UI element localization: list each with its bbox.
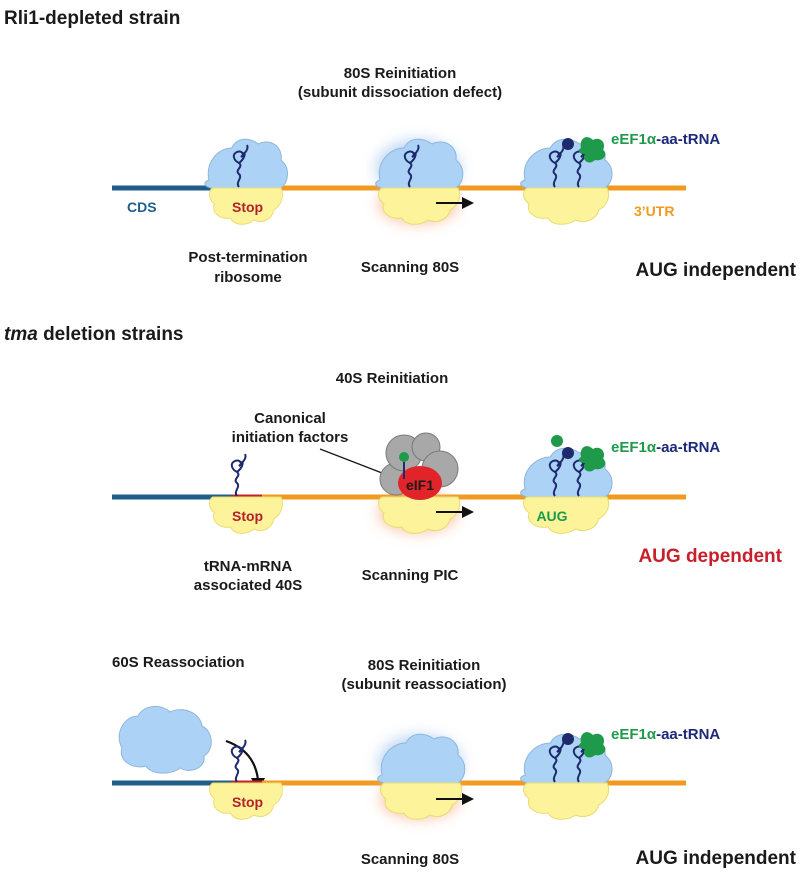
factors-label-line1: Canonical	[254, 410, 326, 427]
center-title-line1: 80S Reinitiation	[368, 657, 481, 674]
large-subunit-60s	[204, 138, 289, 189]
caption-trna-mrna-line1: tRNA-mRNA	[204, 558, 292, 575]
trna-icon	[230, 739, 247, 783]
stop-label: Stop	[232, 794, 263, 810]
factors-pointer-line	[319, 448, 383, 474]
met-trna-icon	[399, 452, 409, 462]
reassociation-arrow	[225, 739, 260, 781]
scan-direction-arrow	[436, 793, 474, 805]
amino-acid-dot	[562, 138, 574, 150]
amino-acid-dot	[551, 435, 563, 447]
caption-post-termination-line1: Post-termination	[188, 249, 307, 266]
factors-label-line2: initiation factors	[232, 429, 349, 446]
center-title-line2: (subunit dissociation defect)	[298, 84, 502, 101]
scan-direction-arrow	[436, 506, 474, 518]
trna-icon	[230, 453, 247, 497]
cds-label: CDS	[127, 199, 157, 215]
caption-scanning-pic: Scanning PIC	[362, 567, 459, 584]
section-rli1: Rli1-depleted strain 80S Reinitiation (s…	[4, 8, 797, 286]
caption-scanning-80s: Scanning 80S	[361, 259, 459, 276]
caption-scanning-80s: Scanning 80S	[361, 851, 459, 868]
stop-label: Stop	[232, 199, 263, 215]
amino-acid-dot	[562, 733, 574, 745]
eef1a-icon	[578, 137, 606, 163]
caption-trna-mrna-line2: associated 40S	[194, 577, 302, 594]
aug-label: AUG	[536, 508, 567, 524]
section-reassociation: 60S Reassociation 80S Reinitiation (subu…	[112, 654, 797, 869]
outcome-aug-independent: AUG independent	[636, 848, 797, 869]
elongating-80s	[520, 137, 613, 225]
eif1-icon	[398, 466, 442, 500]
large-subunit-60s	[118, 706, 212, 774]
outcome-aug-dependent: AUG dependent	[638, 546, 782, 567]
elongating-80s	[520, 732, 613, 820]
small-subunit-40s	[523, 782, 610, 820]
eef1a-label: eEF1α-aa-tRNA	[611, 439, 720, 456]
eef1a-label: eEF1α-aa-tRNA	[611, 726, 720, 743]
amino-acid-dot	[562, 447, 574, 459]
small-subunit-40s	[378, 496, 461, 534]
small-subunit-40s	[378, 187, 461, 225]
section-tma: tma deletion strains 40S Reinitiation Ca…	[4, 324, 783, 594]
scanning-80s	[375, 138, 464, 225]
reassociation-title: 60S Reassociation	[112, 654, 245, 671]
center-title-line2: (subunit reassociation)	[341, 676, 506, 693]
center-title-40s-reinitiation: 40S Reinitiation	[336, 370, 449, 387]
utr-label: 3’UTR	[634, 203, 674, 219]
small-subunit-40s	[380, 782, 463, 820]
scanning-80s	[377, 733, 466, 820]
section-heading-tma: tma deletion strains	[4, 324, 184, 345]
scan-direction-arrow	[436, 197, 474, 209]
eef1a-icon	[578, 732, 606, 758]
center-title-line1: 80S Reinitiation	[344, 65, 457, 82]
small-subunit-40s	[523, 187, 610, 225]
scanning-pic	[378, 432, 461, 534]
section-heading-rli1: Rli1-depleted strain	[4, 8, 180, 29]
stop-label: Stop	[232, 508, 263, 524]
initiating-80s	[520, 435, 613, 534]
free-60s-subunit	[118, 706, 212, 774]
eef1a-icon	[578, 446, 606, 472]
eef1a-label: eEF1α-aa-tRNA	[611, 131, 720, 148]
outcome-aug-independent: AUG independent	[636, 260, 797, 281]
caption-post-termination-line2: ribosome	[214, 269, 282, 286]
large-subunit-60s	[377, 733, 466, 784]
eif1-label: eIF1	[406, 477, 434, 493]
